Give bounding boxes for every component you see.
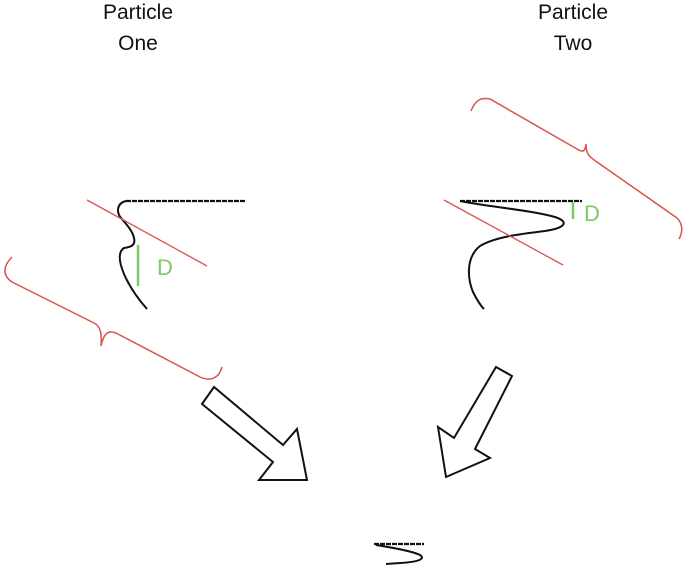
particle-one-title-line1: Particle bbox=[102, 1, 174, 24]
particle-two-tangent-line bbox=[443, 199, 564, 266]
particle-one-title-line2: One bbox=[118, 32, 158, 55]
particle-two-title: Particle Two bbox=[503, 0, 643, 59]
particle-one-tangent-line bbox=[86, 199, 208, 267]
particle-two-title-line2: Two bbox=[553, 32, 593, 55]
arrow-one-icon bbox=[200, 385, 309, 481]
particle-two-figure: D bbox=[443, 199, 600, 310]
arrow-two-icon bbox=[436, 365, 514, 479]
particle-two-profile-curve bbox=[459, 200, 565, 310]
particle-one-profile-curve bbox=[117, 200, 148, 310]
particle-two-brace bbox=[470, 97, 683, 240]
combined-result-figure bbox=[374, 542, 424, 565]
particle-one-brace bbox=[4, 256, 223, 380]
particle-one-gap-label: D bbox=[157, 255, 173, 280]
particle-two-gap-label: D bbox=[584, 201, 600, 226]
combined-profile-curve bbox=[375, 544, 423, 565]
particle-two-title-line1: Particle bbox=[537, 1, 609, 24]
particle-one-figure: D bbox=[86, 199, 246, 310]
particle-one-title: Particle One bbox=[68, 0, 208, 59]
